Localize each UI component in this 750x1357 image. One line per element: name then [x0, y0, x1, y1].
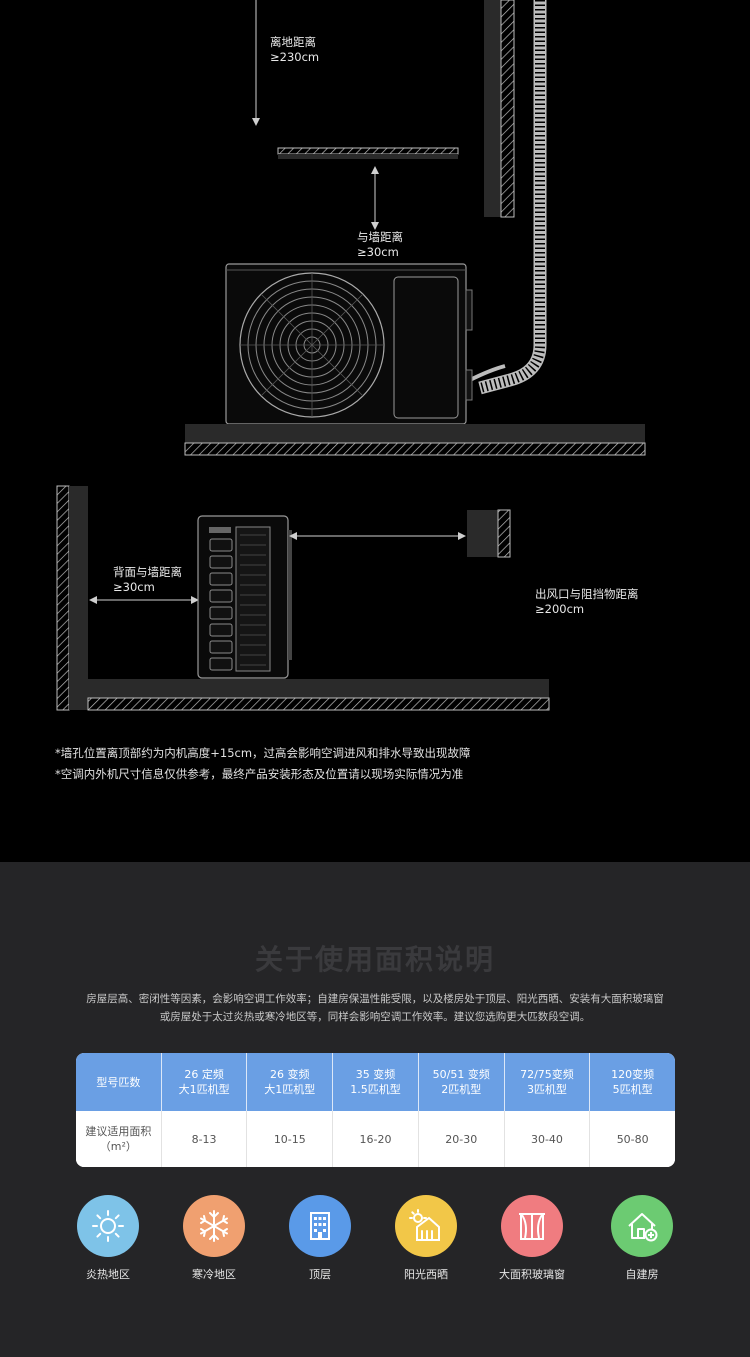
condition-top-floor: 顶层 — [275, 1195, 365, 1282]
house-plus-icon — [611, 1195, 673, 1257]
table-header-label: 型号匹数 — [96, 1075, 141, 1089]
left-wall — [56, 485, 88, 711]
lower-floor — [87, 679, 550, 711]
wall-gap-label: 与墙距离 — [357, 230, 403, 244]
window-curtain-icon — [501, 1195, 563, 1257]
note-size-disclaimer: *空调内外机尺寸信息仅供参考，最终产品安装形态及位置请以现场实际情况为准 — [55, 767, 464, 781]
condition-label: 自建房 — [625, 1268, 659, 1281]
condition-label: 炎热地区 — [86, 1268, 130, 1281]
outdoor-unit-side-view — [197, 515, 292, 679]
outlet-gap-label: 出风口与阻挡物距离 — [535, 587, 639, 601]
condition-label: 寒冷地区 — [192, 1268, 236, 1281]
table-row-label: 建议适用面积（m²） — [85, 1125, 152, 1153]
condition-label: 顶层 — [309, 1268, 331, 1281]
sun-icon — [77, 1195, 139, 1257]
condition-west-sun: 阳光西晒 — [381, 1195, 471, 1282]
height-limit-value: ≥230cm — [270, 50, 320, 64]
condition-hot-region: 炎热地区 — [63, 1195, 153, 1282]
condition-label: 阳光西晒 — [404, 1268, 448, 1281]
section-title: 关于使用面积说明 — [254, 943, 495, 976]
condition-large-window: 大面积玻璃窗 — [487, 1195, 577, 1282]
outlet-gap-value: ≥200cm — [535, 602, 585, 616]
table-cell: 50-80 — [589, 1111, 675, 1167]
table-cell: 10-15 — [246, 1111, 332, 1167]
condition-icons: 炎热地区 寒冷地区 — [0, 1195, 750, 1285]
note-wall-hole: *墙孔位置离顶部约为内机高度+15cm，过高会影响空调进风和排水导致出现故障 — [55, 746, 471, 760]
fan-grille — [239, 272, 385, 418]
section-paragraph-line2: 或房屋处于太过炎热或寒冷地区等，同样会影响空调工作效率。建议您选购更大匹数段空调… — [159, 1011, 591, 1023]
condition-label: 大面积玻璃窗 — [499, 1268, 565, 1281]
height-limit-label: 离地距离 — [270, 35, 316, 49]
area-usage-section: 关于使用面积说明 房屋层高、密闭性等因素，会影响空调工作效率；自建房保温性能受限… — [0, 862, 750, 1357]
table-cell: 30-40 — [503, 1111, 590, 1167]
table-cell: 20-30 — [417, 1111, 504, 1167]
table-cell: 16-20 — [332, 1111, 418, 1167]
back-gap-value: ≥30cm — [113, 580, 155, 594]
table-header-cell: 26 变频大1匹机型 — [246, 1053, 332, 1111]
section-paragraph-line1: 房屋层高、密闭性等因素，会影响空调工作效率；自建房保温性能受限，以及楼房处于顶层… — [86, 993, 664, 1005]
snowflake-icon — [183, 1195, 245, 1257]
sun-house-icon — [395, 1195, 457, 1257]
installation-diagram-section: 离地距离 ≥230cm 与墙距离 ≥30cm 背面与墙距离 ≥30cm 出风口与… — [55, 0, 646, 781]
right-wall — [484, 0, 515, 218]
outdoor-base — [184, 424, 646, 456]
installation-diagram — [56, 0, 646, 711]
refrigerant-pipe — [478, 0, 547, 395]
table-header-cell: 26 定频大1匹机型 — [160, 1053, 247, 1111]
back-gap-label: 背面与墙距离 — [113, 565, 182, 579]
obstacle — [467, 509, 511, 558]
condition-self-built-house: 自建房 — [597, 1195, 687, 1282]
condition-cold-region: 寒冷地区 — [169, 1195, 259, 1282]
wall-gap-value: ≥30cm — [357, 245, 399, 259]
table-cell: 8-13 — [160, 1111, 247, 1167]
top-shelf — [277, 147, 459, 159]
outdoor-unit — [225, 263, 473, 425]
table-row: 建议适用面积（m²） 8-13 10-15 16-20 20-30 30-40 … — [76, 1111, 675, 1167]
building-icon — [289, 1195, 351, 1257]
